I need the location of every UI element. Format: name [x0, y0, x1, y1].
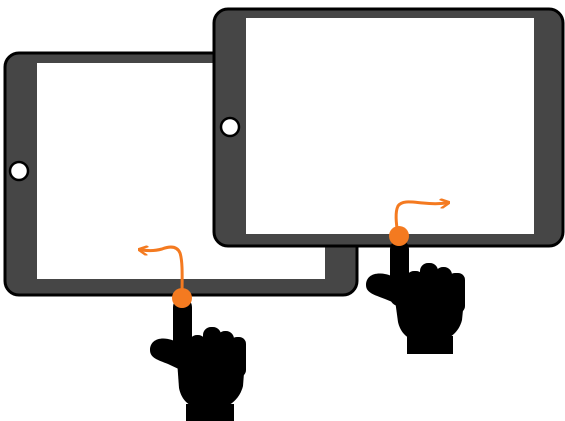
front-tablet: [214, 9, 563, 246]
back-touch-point: [172, 288, 192, 308]
front-tablet-home-button: [221, 118, 239, 136]
front-touch-point: [389, 226, 409, 246]
front-tablet-screen: [246, 18, 534, 234]
back-tablet-home-button: [10, 162, 28, 180]
